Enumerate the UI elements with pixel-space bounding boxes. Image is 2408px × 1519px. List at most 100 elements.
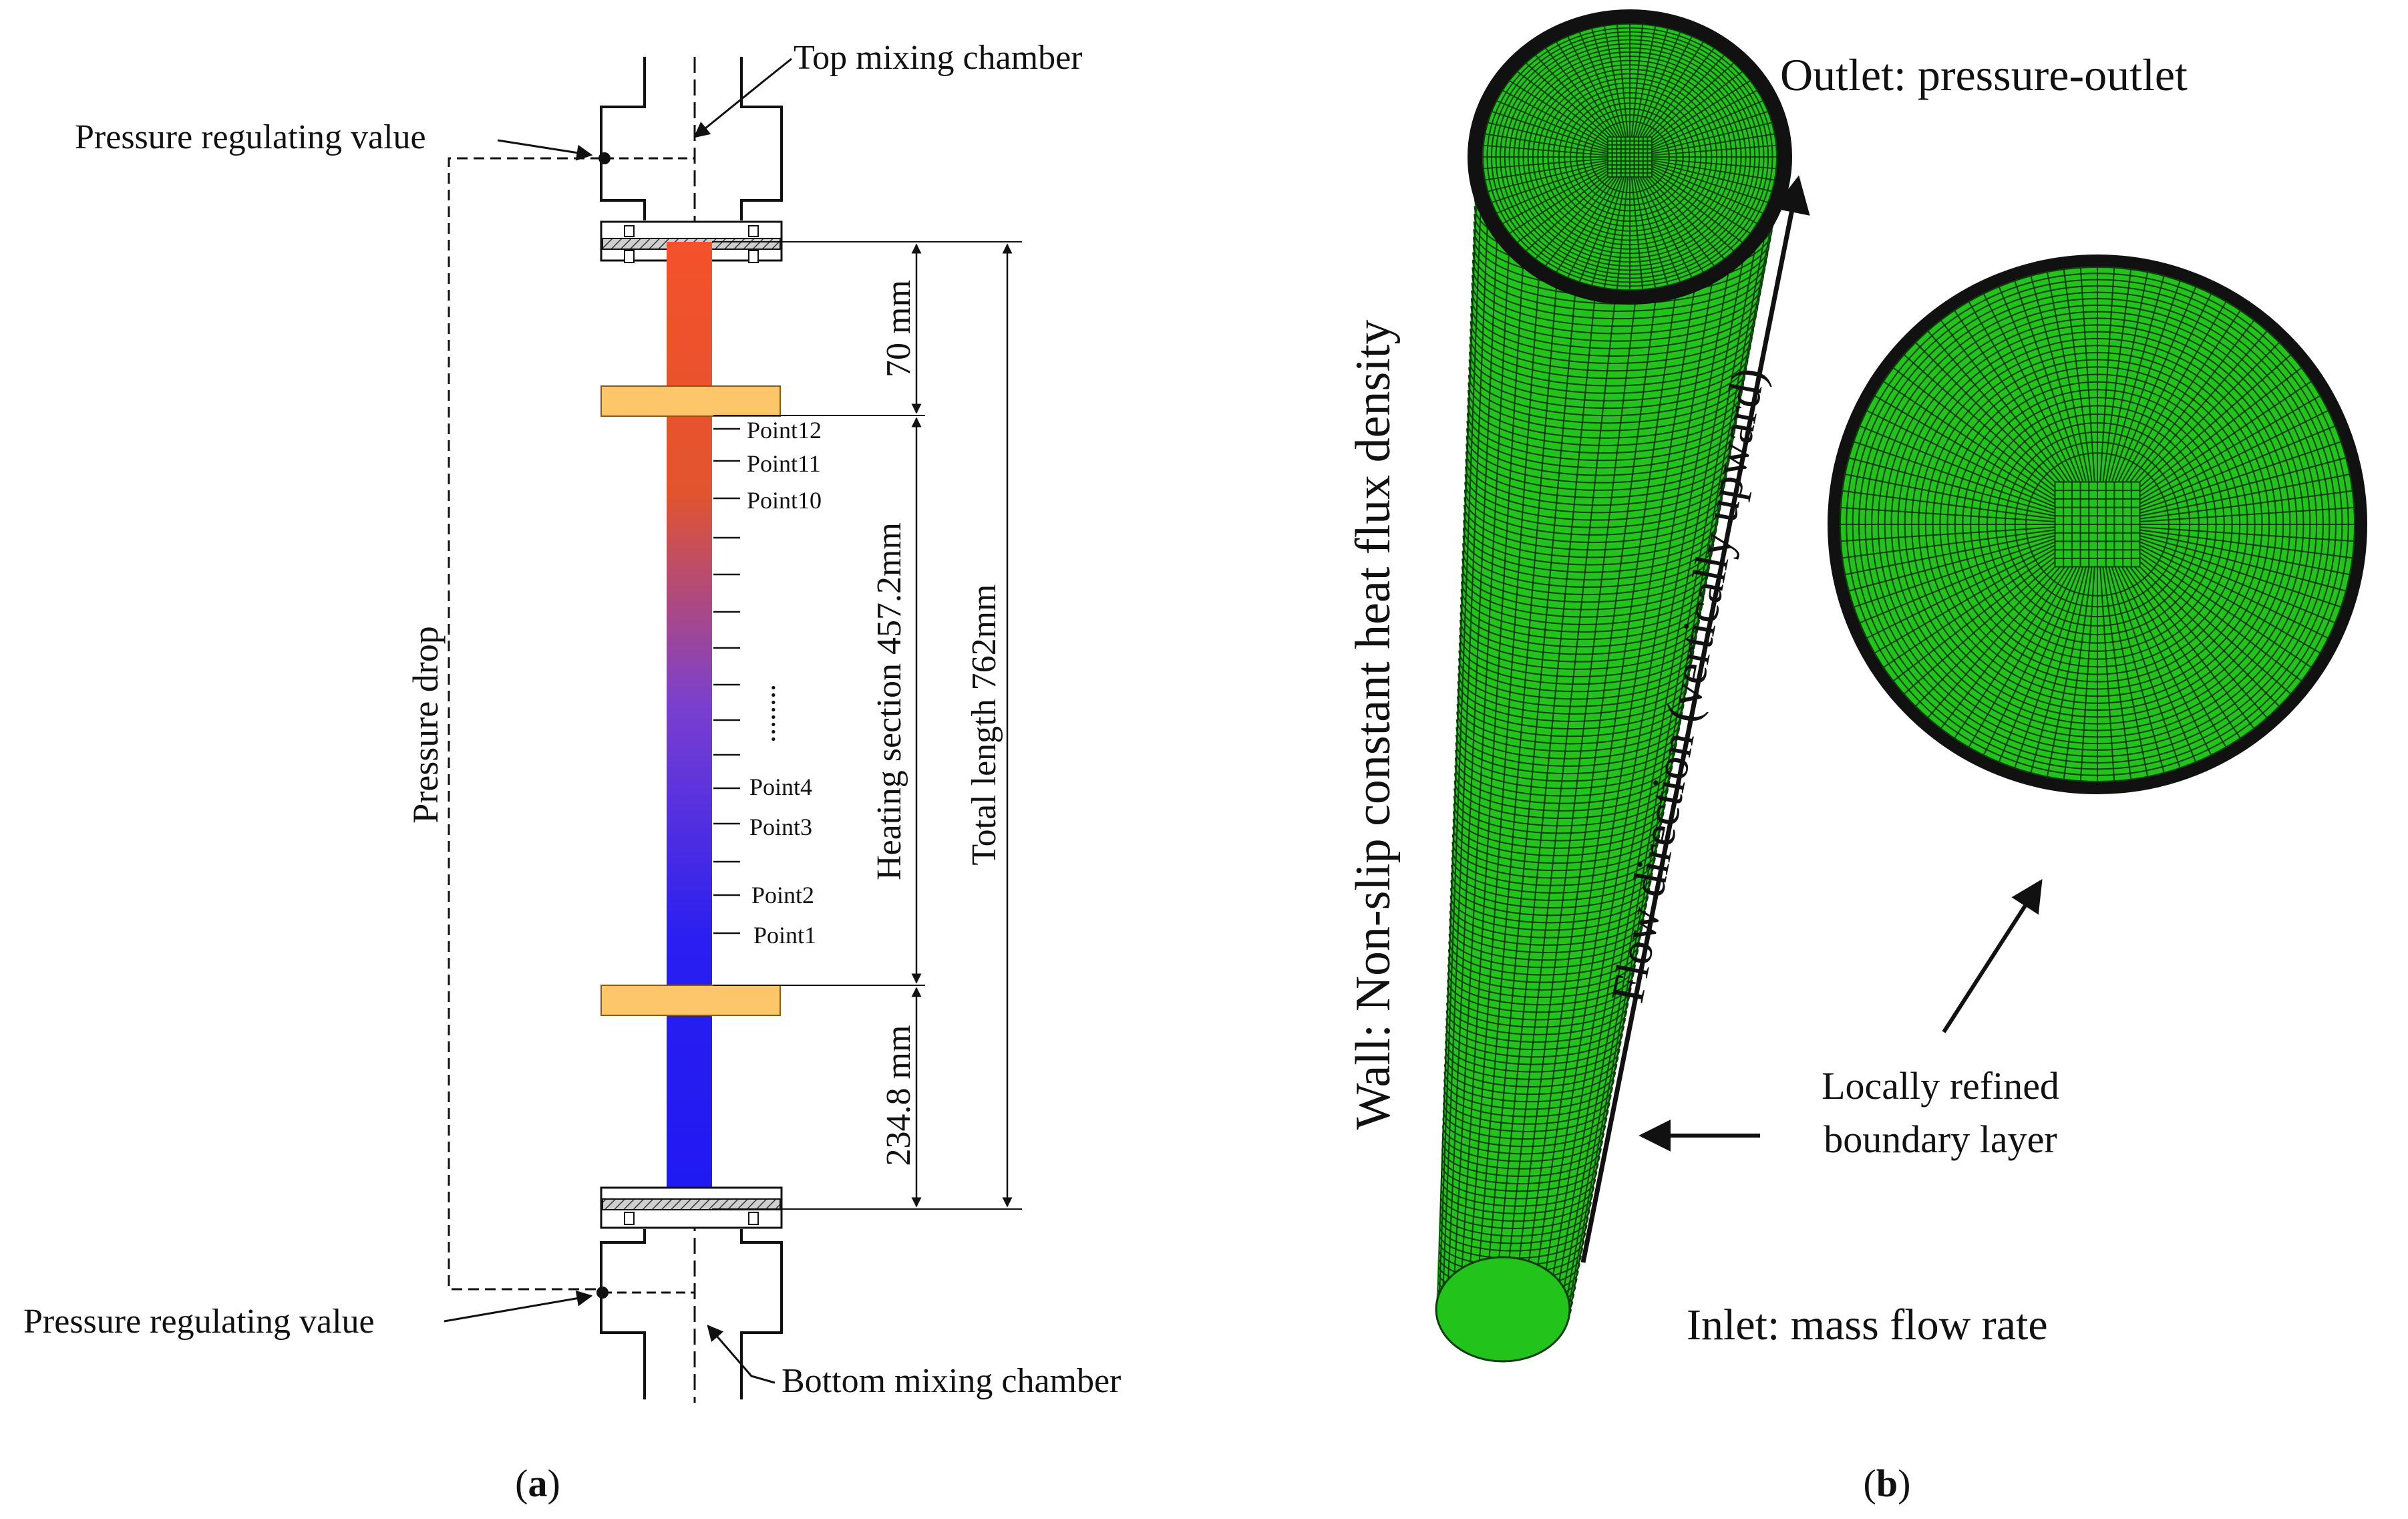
mesh-line-radial [1556,176,1618,273]
mesh-line-radial [1630,24,1644,138]
mesh-line-radial [1616,24,1629,138]
mesh-line-radial [1651,133,1775,154]
mesh-line-radial [1651,90,1758,146]
mesh-line-ring [1454,757,1675,797]
mesh-line-radial [1968,301,2074,482]
mesh-line-radial [1968,566,2074,747]
bottom-flange-bolt-left [624,1212,635,1225]
mesh-line-ring [1877,304,2318,745]
mesh-line-radial [2129,566,2255,729]
mesh-line-radial [1859,425,2055,508]
mesh-line-radial [2111,566,2181,768]
mesh-line-radial [1567,36,1620,138]
mesh-line-radial [1874,395,2055,501]
mesh-line-ring [1449,926,1643,961]
mesh-line-ring [1438,1224,1588,1252]
mesh-line-ring [1464,504,1721,551]
mesh-line-ring [1461,550,1713,596]
mesh-line-ring [1858,285,2337,764]
mesh-line-ring [1441,1140,1603,1170]
mesh-line-ring [1468,389,1743,439]
mesh-line-ring [1439,1194,1593,1222]
mesh-line-ring [1446,995,1630,1028]
mesh-line-ring [1471,283,1763,335]
mesh-line-radial [1854,441,2055,511]
mesh-line-ring [1449,903,1648,939]
mesh-line-ring [1443,1079,1614,1110]
mesh-line-radial [1637,31,1681,138]
mesh-line-radial [1651,176,1735,252]
mesh-line-radial [1651,62,1735,138]
mesh-line-axial [1458,160,1530,1310]
mesh-line-ring [1459,612,1702,655]
wall-label: Wall: Non-slip constant heat flux densit… [1346,320,1401,1130]
mesh-line-radial [1651,162,1772,192]
mesh-line-ring [1458,650,1695,693]
mesh-line-radial [1651,144,1777,156]
mesh-line-ring [1462,528,1717,573]
mesh-line-radial [2114,566,2197,763]
mesh-line-axial [1503,160,1631,1310]
mesh-line-ring [1552,87,1707,227]
mesh-line-radial [1874,548,2055,654]
flow-direction-arrow [1580,175,1810,1263]
top-chamber-leader [693,57,792,138]
mesh-line-radial [1591,176,1625,286]
mesh-line-ring [1445,1033,1623,1065]
mesh-line-radial [2125,566,2241,739]
mesh-line-radial [2139,548,2320,654]
mesh-line-ring [1448,934,1642,969]
valve-top-leader [497,139,593,161]
mesh-line-ring [1458,658,1693,700]
mesh-line-radial [2139,381,2312,497]
mesh-line-ring [1504,43,1756,271]
mesh-line-radial [1632,25,1657,138]
mesh-line-ring [1962,389,2233,660]
mesh-line-ring [1469,336,1753,387]
mesh-line-radial [1651,158,1777,170]
mesh-line-ring [1455,719,1682,760]
mesh-line-radial [1491,111,1608,150]
mesh-line-ring [1532,68,1728,246]
mesh-line-radial [1892,556,2056,682]
mesh-line-ring [1884,311,2311,738]
mesh-line-ring [1464,474,1727,521]
mesh-line-radial [1651,166,1763,214]
mesh-line-radial [2139,367,2302,493]
point-label: Point3 [749,814,812,840]
valve-bottom-label: Pressure regulating value [23,1303,375,1341]
mesh-line-ring [1458,643,1696,685]
mesh-line-radial [1642,176,1704,273]
mesh-line-ring [1450,888,1651,924]
mesh-line-ring [1453,780,1671,820]
bottom-flange-hatch [602,1198,781,1210]
mesh-line-radial [1639,176,1693,278]
mesh-line-ring [1459,627,1699,670]
mesh-line-radial [2014,281,2084,482]
refined-layer-label-line2: boundary layer [1824,1118,2057,1161]
mesh-line-ring [1442,1118,1608,1148]
mesh-line-ring [1457,689,1687,730]
mesh-line-ring [1466,444,1733,491]
mesh-line-ring [1482,23,1777,291]
mesh-line-ring [2014,441,2181,608]
mesh-line-ring [1970,397,2225,652]
mesh-line-ring [1490,31,1769,283]
mesh-line-radial [2139,395,2320,501]
mesh-line-ring [1564,97,1696,217]
mesh-line-ring [1449,910,1646,946]
mesh-line-ring [1890,317,2304,731]
mesh-line-radial [1616,176,1629,290]
mesh-line-radial [1998,286,2081,482]
mesh-line-ring [1445,1018,1626,1051]
mesh-line-radial [1483,158,1608,170]
mesh-line-axial [1493,160,1610,1310]
mesh-line-axial [1539,160,1715,1310]
mesh-line-axial [1554,160,1748,1310]
bottom-chamber-leader [707,1325,776,1384]
mesh-line-ring [2004,431,2191,618]
mesh-line-ring [1466,428,1736,476]
mesh-line-radial [1651,160,1775,181]
mesh-line-radial [1483,144,1608,156]
mesh-line-radial [1485,160,1608,181]
